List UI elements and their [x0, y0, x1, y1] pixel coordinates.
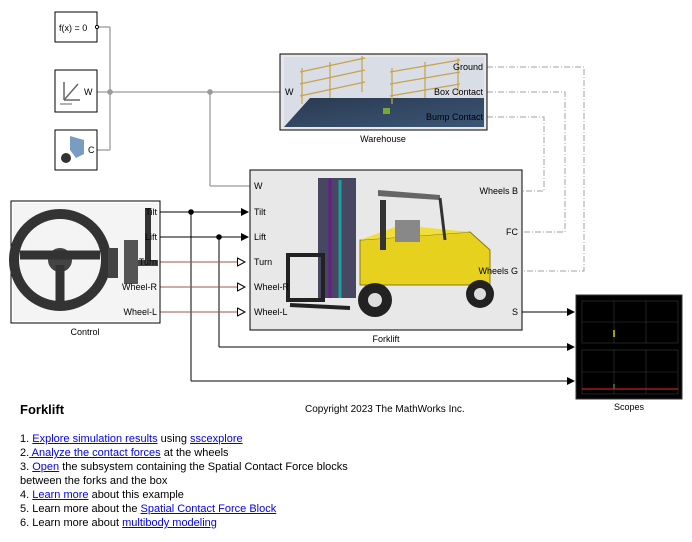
shelf-icon	[299, 56, 461, 104]
explore-results-link[interactable]: Explore simulation results	[32, 433, 158, 445]
control-port-turn: Turn	[139, 257, 157, 267]
pedal-icon	[124, 240, 138, 284]
signal-lines	[160, 208, 575, 385]
gear-icon	[70, 136, 84, 158]
spatial-contact-force-link[interactable]: Spatial Contact Force Block	[140, 503, 277, 515]
forklift-name: Forklift	[373, 334, 400, 344]
solver-config-block[interactable]: f(x) = 0	[54, 11, 100, 43]
forklift-port-wheels-g: Wheels G	[478, 266, 518, 276]
learn-more-link[interactable]: Learn more	[32, 489, 89, 501]
forklift-port-wheel-r: Wheel-R	[254, 282, 290, 292]
frame-port-label: W	[84, 87, 93, 97]
list-item: 1. Explore simulation results using ssce…	[20, 433, 243, 445]
warehouse-port-ground: Ground	[453, 62, 483, 72]
pedal-icon	[108, 248, 118, 278]
control-port-wheel-l: Wheel-L	[123, 307, 157, 317]
forklift-port-w: W	[254, 181, 263, 191]
warehouse-port-bump-contact: Bump Contact	[426, 112, 484, 122]
list-item: 2. Analyze the contact forces at the whe…	[20, 447, 229, 459]
multibody-modeling-link[interactable]: multibody modeling	[122, 517, 217, 529]
contact-lines	[487, 66, 585, 272]
config-port-label: C	[88, 145, 95, 155]
model-title: Forklift	[20, 402, 65, 417]
warehouse-port-box-contact: Box Contact	[434, 87, 484, 97]
steering-wheel-icon	[9, 209, 111, 311]
connection-lines	[160, 262, 245, 312]
warehouse-block[interactable]: W Ground Box Contact Bump Contact Wareho…	[279, 53, 488, 144]
list-item: 4. Learn more about this example	[20, 489, 184, 501]
forklift-icon	[286, 178, 494, 317]
control-port-lift: Lift	[145, 232, 158, 242]
list-item: 3. Open the subsystem containing the Spa…	[20, 461, 348, 487]
warehouse-name: Warehouse	[360, 134, 406, 144]
forklift-port-wheels-b: Wheels B	[479, 186, 518, 196]
forklift-port-turn: Turn	[254, 257, 272, 267]
control-port-wheel-r: Wheel-R	[122, 282, 158, 292]
open-subsystem-link[interactable]: Open	[32, 461, 60, 473]
solver-config-label: f(x) = 0	[59, 23, 87, 33]
frame-axes-icon	[60, 82, 80, 105]
box-icon	[383, 108, 390, 114]
scopes-block[interactable]: Scopes	[575, 294, 683, 412]
list-item: 6. Learn more about multibody modeling	[20, 517, 217, 529]
control-port-tilt: Tilt	[145, 207, 157, 217]
forklift-port-lift: Lift	[254, 232, 267, 242]
mechanism-config-block[interactable]: C	[54, 129, 98, 171]
copyright-text: Copyright 2023 The MathWorks Inc.	[305, 404, 465, 415]
control-name: Control	[70, 327, 99, 337]
forklift-port-s: S	[512, 307, 518, 317]
forklift-port-wheel-l: Wheel-L	[254, 307, 288, 317]
physical-lines	[97, 26, 280, 187]
warehouse-port-w: W	[285, 87, 294, 97]
scopes-name: Scopes	[614, 402, 645, 412]
control-block[interactable]: Tilt Lift Turn Wheel-R Wheel-L Control	[9, 200, 161, 337]
forklift-port-tilt: Tilt	[254, 207, 266, 217]
analyze-contact-forces-link[interactable]: Analyze the contact forces	[29, 447, 161, 459]
world-frame-block[interactable]: W	[54, 69, 98, 113]
forklift-port-fc: FC	[506, 227, 518, 237]
instruction-list: 1. Explore simulation results using ssce…	[20, 432, 350, 530]
forklift-block[interactable]: W Tilt Lift Turn Wheel-R Wheel-L Wheels …	[249, 169, 523, 344]
list-item: 5. Learn more about the Spatial Contact …	[20, 503, 277, 515]
lever-icon	[138, 208, 158, 266]
sscexplore-link[interactable]: sscexplore	[190, 433, 243, 445]
